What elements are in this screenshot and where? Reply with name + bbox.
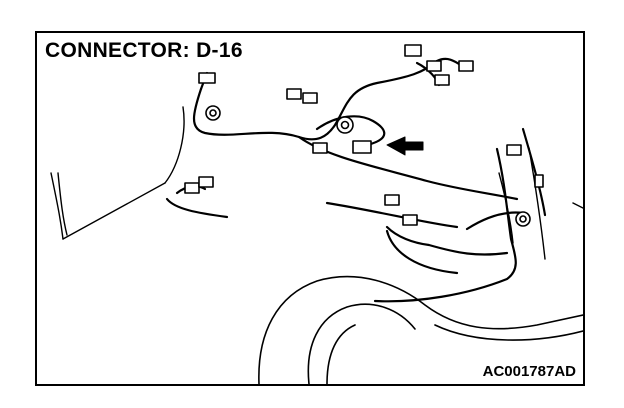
wiring-harness <box>165 57 547 303</box>
connector-block <box>402 214 418 226</box>
wheel-arch-outline <box>258 275 583 384</box>
harness-illustration <box>50 44 583 384</box>
body-panel-outline <box>50 106 185 240</box>
connector-block <box>184 182 200 194</box>
connector-block <box>286 88 302 100</box>
connector-pointer-arrow <box>386 136 424 156</box>
diagram-title: CONNECTOR: D-16 <box>45 39 243 62</box>
grommets <box>205 105 531 227</box>
diagram-frame: CONNECTOR: D-16 AC001787AD <box>35 31 585 386</box>
connector-block <box>458 60 474 72</box>
connector-block <box>426 60 442 72</box>
connector-block <box>506 144 522 156</box>
connector-block <box>534 174 544 188</box>
connectors <box>184 44 544 226</box>
connector-block <box>384 194 400 206</box>
figure-code: AC001787AD <box>482 363 576 380</box>
connector-block <box>198 72 216 84</box>
connector-block <box>198 176 214 188</box>
connector-block <box>312 142 328 154</box>
connector-block <box>302 92 318 104</box>
connector-block <box>404 44 422 57</box>
connector-block <box>352 140 372 154</box>
connector-block <box>434 74 450 86</box>
